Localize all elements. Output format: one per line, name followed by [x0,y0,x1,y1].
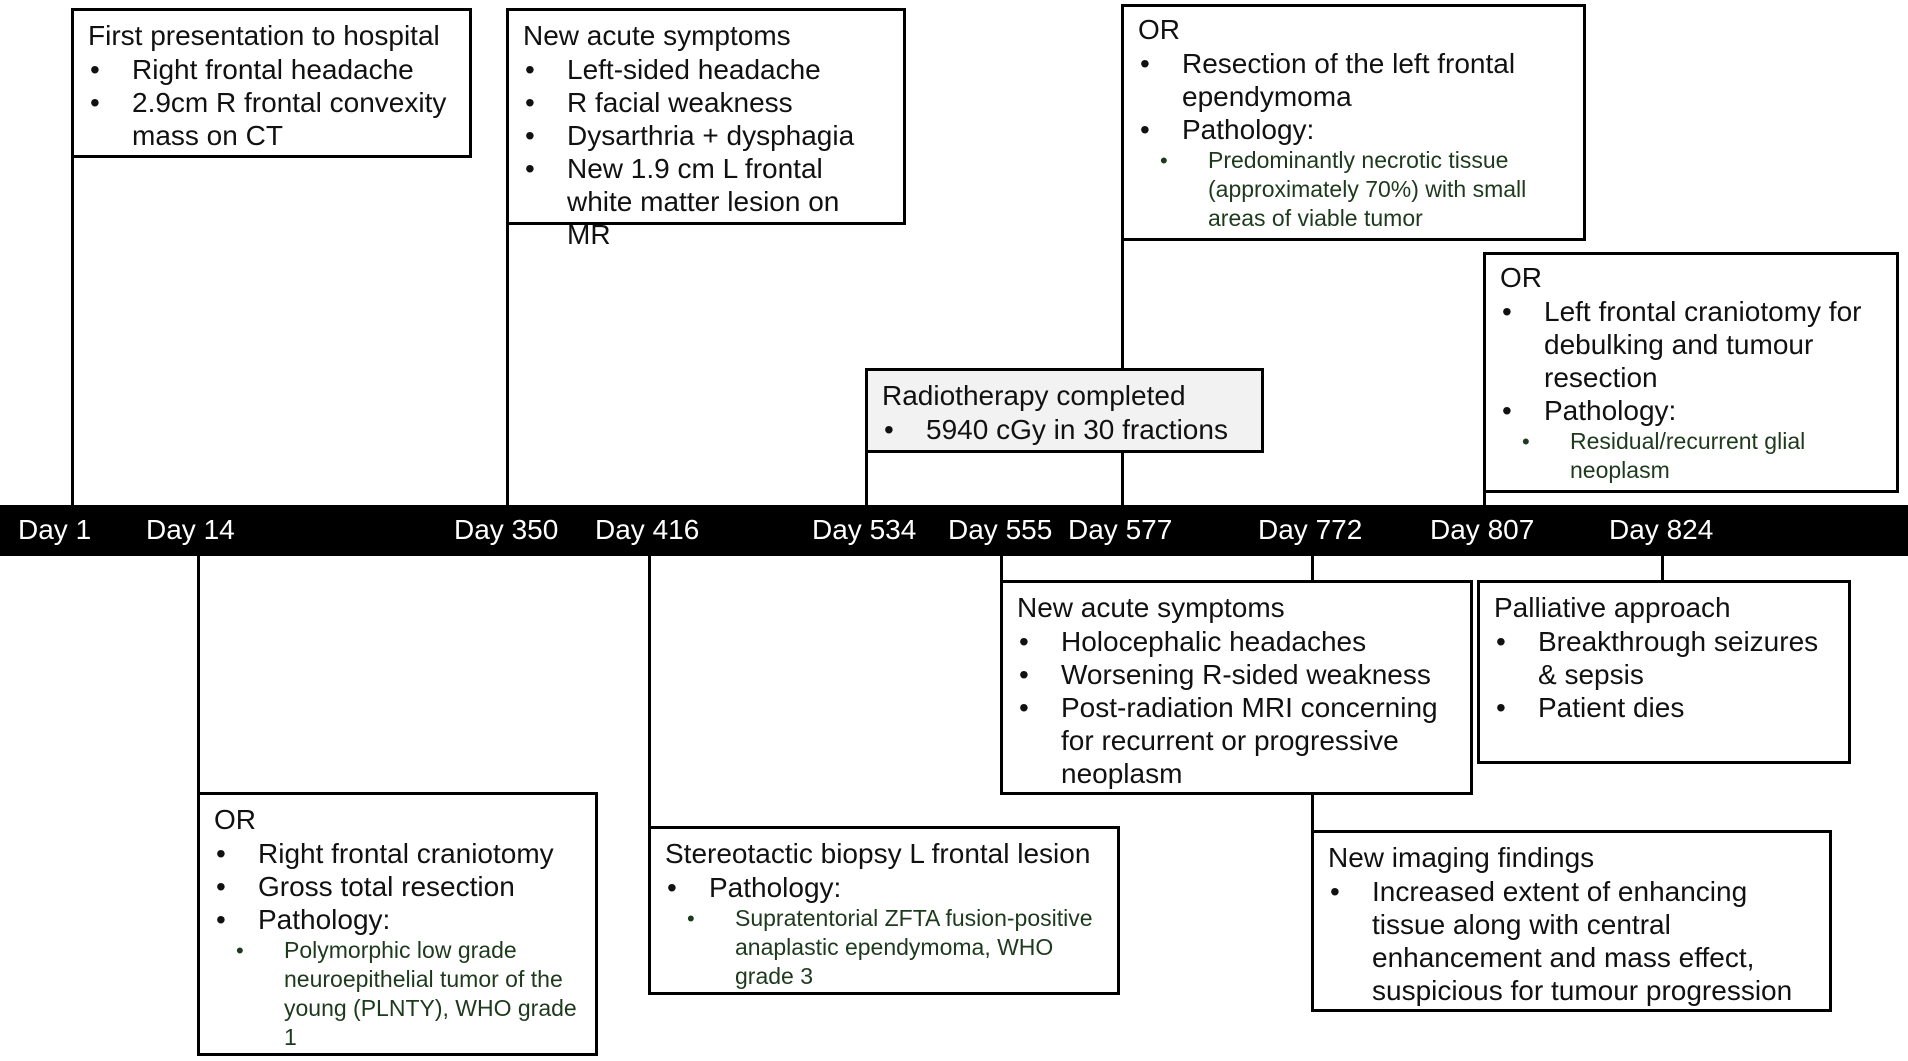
event-bullet: Worsening R-sided weakness [1017,658,1456,691]
event-bullet: Right frontal craniotomy [214,837,581,870]
event-title: OR [1138,14,1180,45]
event-bullet: Holocephalic headaches [1017,625,1456,658]
event-new-imaging: New imaging findings Increased extent of… [1311,830,1832,1012]
event-first-presentation: First presentation to hospital Right fro… [71,8,472,158]
event-title: New acute symptoms [1017,592,1285,623]
event-palliative: Palliative approach Breakthrough seizure… [1477,580,1851,764]
event-bullet: Pathology: [1500,394,1882,427]
timeline-bar [0,505,1908,556]
event-or-resection: OR Resection of the left frontal ependym… [1121,4,1586,241]
event-sub-bullet: Predominantly necrotic tissue (approxima… [1138,146,1569,233]
timeline-label-day-416: Day 416 [595,514,700,545]
event-bullet: New 1.9 cm L frontal white matter lesion… [523,152,889,251]
event-bullet: 2.9cm R frontal convexity mass on CT [88,86,455,152]
event-title: First presentation to hospital [88,20,440,51]
event-title: OR [1500,262,1542,293]
event-sub-bullet: Residual/recurrent glial neoplasm [1500,427,1882,485]
event-bullet: Breakthrough seizures & sepsis [1494,625,1834,691]
event-title: OR [214,804,256,835]
timeline-label-day-350: Day 350 [454,514,559,545]
timeline-label-day-824: Day 824 [1609,514,1714,545]
event-bullet: Dysarthria + dysphagia [523,119,889,152]
connector-day-807 [1483,490,1486,507]
event-or-craniotomy-left: OR Left frontal craniotomy for debulking… [1483,252,1899,493]
event-title: Radiotherapy completed [882,380,1186,411]
event-title: Stereotactic biopsy L frontal lesion [665,838,1091,869]
event-title: New acute symptoms [523,20,791,51]
event-bullet: Pathology: [665,871,1103,904]
event-bullet: Pathology: [1138,113,1569,146]
event-bullet: Left-sided headache [523,53,889,86]
event-bullet: Patient dies [1494,691,1834,724]
timeline-label-day-555: Day 555 [948,514,1053,545]
timeline-label-day-577: Day 577 [1068,514,1173,545]
connector-day-534 [865,450,868,507]
connector-day-416 [648,554,651,828]
connector-day-824 [1661,554,1664,582]
event-bullet: Left frontal craniotomy for debulking an… [1500,295,1882,394]
event-bullet: Resection of the left frontal ependymoma [1138,47,1569,113]
event-bullet: Gross total resection [214,870,581,903]
event-title: New imaging findings [1328,842,1595,873]
event-bullet: R facial weakness [523,86,889,119]
connector-day-14 [197,554,200,794]
event-sub-bullet: Supratentorial ZFTA fusion-positive anap… [665,904,1103,991]
timeline-label-day-1: Day 1 [18,514,92,545]
event-bullet: Pathology: [214,903,581,936]
event-bullet: Right frontal headache [88,53,455,86]
connector-day-350 [506,222,509,507]
event-radiotherapy: Radiotherapy completed 5940 cGy in 30 fr… [865,368,1264,453]
event-new-acute-symptoms-2: New acute symptoms Holocephalic headache… [1000,580,1473,795]
timeline-label-day-14: Day 14 [146,514,235,545]
event-bullet: Increased extent of enhancing tissue alo… [1328,875,1815,1007]
timeline-label-day-807: Day 807 [1430,514,1535,545]
event-sub-bullet: Polymorphic low grade neuroepithelial tu… [214,936,581,1052]
event-biopsy: Stereotactic biopsy L frontal lesion Pat… [648,826,1120,995]
event-or-craniotomy-right: OR Right frontal craniotomy Gross total … [197,792,598,1056]
timeline-label-day-534: Day 534 [812,514,917,545]
event-bullet: 5940 cGy in 30 fractions [882,413,1247,446]
connector-day-772-down [1311,792,1314,832]
event-new-acute-symptoms-1: New acute symptoms Left-sided headache R… [506,8,906,250]
connector-day-1 [71,155,74,507]
timeline-label-day-772: Day 772 [1258,514,1363,545]
event-title: Palliative approach [1494,592,1731,623]
connector-day-772-up [1311,554,1314,582]
connector-day-555 [1000,554,1003,582]
event-bullet: Post-radiation MRI concerning for recurr… [1017,691,1456,790]
